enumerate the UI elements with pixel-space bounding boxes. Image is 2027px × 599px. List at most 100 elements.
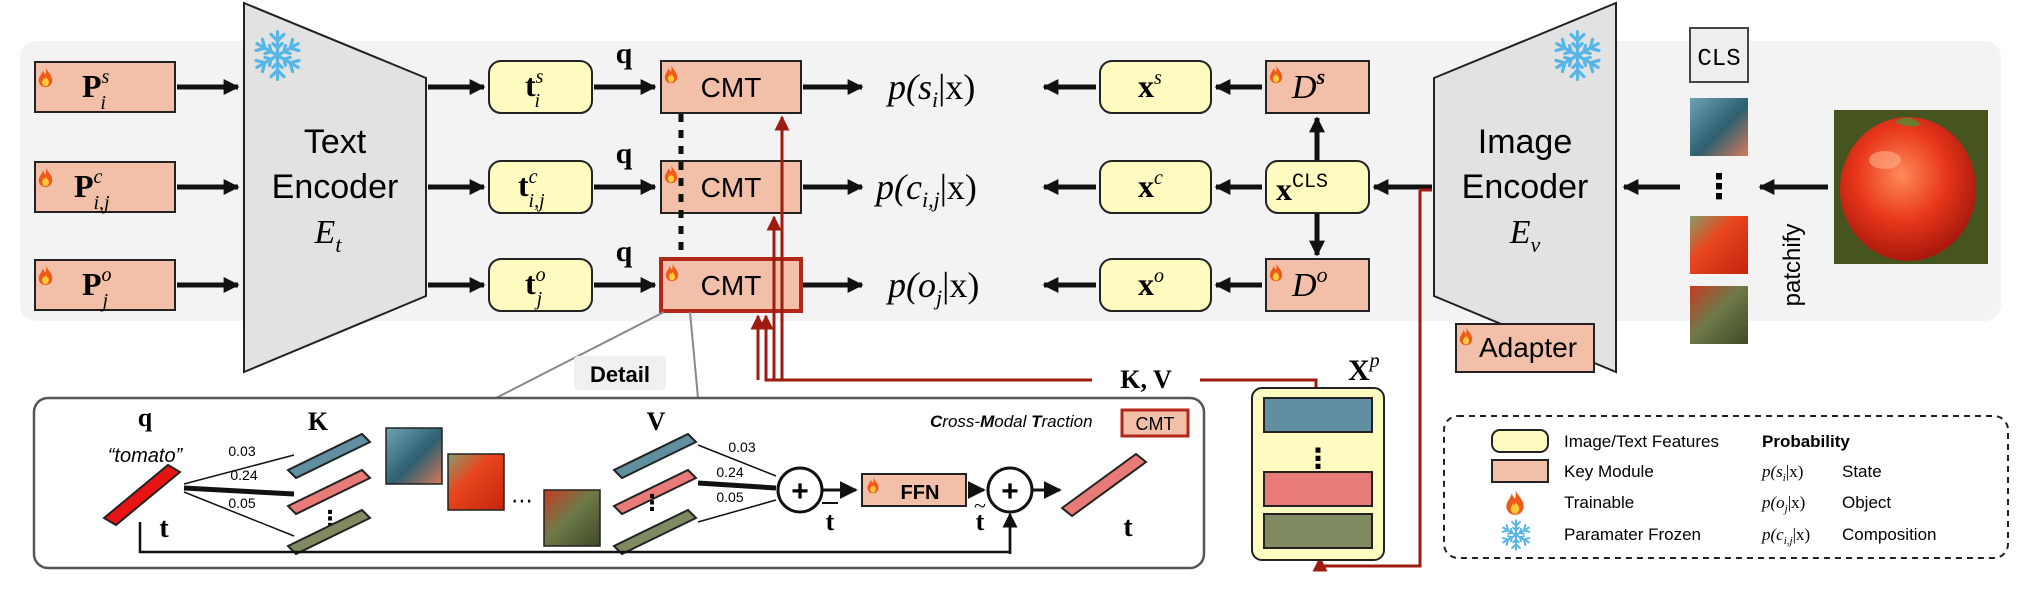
svg-text:Image/Text Features: Image/Text Features (1564, 432, 1719, 451)
svg-text:Psi: Psi (82, 66, 110, 114)
key-token-blue (286, 432, 372, 480)
svg-text:Et: Et (314, 214, 343, 257)
ffn-box (861, 473, 967, 507)
svg-text:K: K (308, 407, 329, 436)
cmt-composition: CMT (660, 160, 802, 214)
decoder-state: Ds (1265, 60, 1370, 114)
svg-text:0.24: 0.24 (230, 467, 257, 483)
svg-text:Cross-Modal Traction: Cross-Modal Traction (930, 412, 1093, 431)
adapter: Adapter (1455, 323, 1595, 373)
svg-text:Image: Image (1478, 123, 1573, 161)
text-encoder: Text Encoder Et (243, 1, 427, 374)
svg-text:Ds: Ds (1291, 64, 1325, 106)
svg-text:p(oj|x): p(oj|x) (1761, 493, 1805, 515)
query-token (102, 463, 182, 527)
svg-text:0.03: 0.03 (728, 439, 755, 455)
image-feature-composition: xc (1099, 160, 1212, 214)
svg-text:+: + (1001, 475, 1019, 508)
patch-features-panel: Xp ⋮ (1251, 350, 1385, 561)
svg-text:t: t (1123, 512, 1133, 543)
cmt-object: CMT (659, 257, 803, 313)
cls-token: CLS (1689, 27, 1749, 83)
svg-text:tci,j: tci,j (518, 166, 545, 212)
prob-state: p(si|x) (885, 67, 975, 112)
detail-tab: Detail (574, 356, 666, 390)
svg-text:xs: xs (1138, 67, 1162, 104)
svg-text:Trainable: Trainable (1564, 493, 1634, 512)
svg-text:Object: Object (1842, 493, 1891, 512)
svg-text:CMT: CMT (701, 72, 762, 103)
svg-text:Text: Text (304, 123, 367, 161)
svg-text:FFN: FFN (901, 482, 940, 504)
kv-label: K, V (1120, 365, 1172, 394)
svg-text:State: State (1842, 462, 1882, 481)
svg-text:~: ~ (974, 493, 986, 518)
value-token-pink (612, 468, 698, 516)
svg-text:Xp: Xp (1348, 350, 1380, 387)
svg-text:Key Module: Key Module (1564, 462, 1654, 481)
image-patch-1 (1690, 98, 1748, 156)
svg-text:p(si|x): p(si|x) (1761, 462, 1803, 484)
svg-text:p(ci,j|x): p(ci,j|x) (1761, 525, 1810, 547)
svg-text:tsi: tsi (525, 66, 544, 112)
svg-text:Pci,j: Pci,j (74, 166, 110, 214)
svg-text:“tomato”: “tomato” (108, 445, 184, 467)
svg-text:Encoder: Encoder (1462, 168, 1589, 206)
input-image-tomato (1834, 110, 1988, 264)
svg-text:Paramater Frozen: Paramater Frozen (1564, 525, 1701, 544)
svg-text:⋮: ⋮ (1304, 443, 1332, 474)
svg-text:Detail: Detail (590, 362, 650, 387)
image-patch-2 (1690, 216, 1748, 274)
svg-text:⋯: ⋯ (511, 488, 533, 513)
svg-text:CMT: CMT (701, 172, 762, 203)
sum-node-1 (776, 466, 824, 514)
svg-text:Probability: Probability (1762, 432, 1850, 451)
detail-panel: Cross-Modal Traction CMT q “tomato” t 0.… (32, 396, 1206, 570)
svg-text:0.03: 0.03 (228, 443, 255, 459)
svg-text:CMT: CMT (1136, 414, 1175, 434)
key-token-pink (286, 468, 372, 516)
svg-text:CMT: CMT (701, 270, 762, 301)
cmt-state: CMT (660, 60, 802, 114)
image-encoder: Image Encoder Ev (1433, 1, 1617, 374)
svg-text:Encoder: Encoder (272, 168, 399, 206)
patchify-label: patchify (1779, 224, 1806, 307)
svg-text:xo: xo (1138, 265, 1164, 302)
svg-text:xCLS: xCLS (1276, 171, 1328, 207)
svg-text:Poj: Poj (82, 264, 112, 312)
svg-text:xc: xc (1138, 167, 1163, 204)
svg-text:V: V (647, 407, 666, 436)
image-feature-object: xo (1099, 258, 1212, 312)
value-token-blue (612, 432, 698, 480)
image-feature-state: xs (1099, 60, 1212, 114)
svg-text:t: t (159, 513, 169, 544)
svg-text:q: q (138, 403, 153, 432)
patch-ellipsis: ⋮ (1702, 168, 1736, 206)
sum-node-2 (986, 466, 1034, 514)
q-label-3: q (616, 235, 633, 268)
svg-text:0.05: 0.05 (228, 495, 255, 511)
decoder-object: Do (1265, 258, 1370, 312)
svg-text:t: t (976, 507, 985, 536)
output-token (1060, 452, 1148, 518)
svg-text:⋮: ⋮ (641, 490, 663, 515)
svg-text:Ev: Ev (1509, 214, 1541, 257)
svg-text:CLS: CLS (1697, 46, 1740, 73)
svg-text:0.24: 0.24 (716, 464, 743, 480)
svg-text:Do: Do (1291, 262, 1328, 304)
svg-text:Composition: Composition (1842, 525, 1937, 544)
svg-text:t: t (826, 507, 835, 536)
legend: Image/Text Features Key Module Trainable… (1443, 415, 2009, 559)
cls-feature: xCLS (1265, 160, 1370, 214)
q-label-1: q (616, 37, 633, 70)
q-label-2: q (616, 137, 633, 170)
svg-text:0.05: 0.05 (716, 489, 743, 505)
svg-text:Adapter: Adapter (1479, 332, 1577, 363)
